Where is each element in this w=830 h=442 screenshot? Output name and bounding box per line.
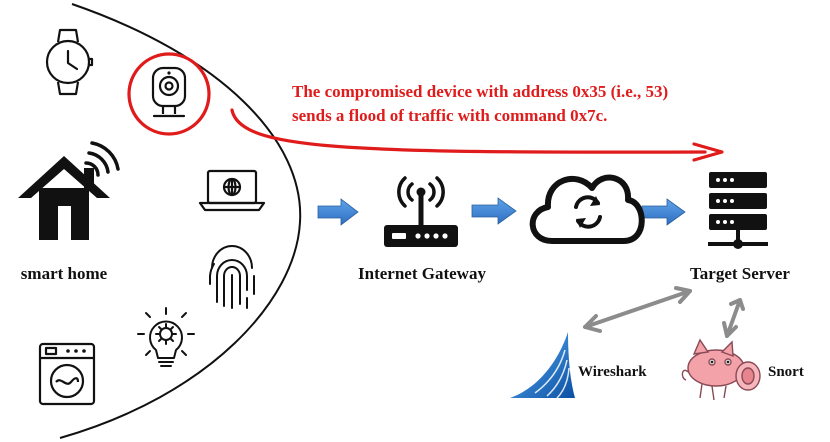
- snort-label: Snort: [768, 364, 804, 380]
- smart-home-label: smart home: [21, 264, 108, 283]
- flow-arrow-gateway-to-cloud: [471, 197, 517, 225]
- attack-flow-arrow: [230, 108, 707, 154]
- house-wifi-icon: [18, 141, 120, 240]
- smartwatch-icon: [45, 28, 94, 96]
- laptop-icon: [198, 169, 266, 212]
- flow-arrow-cloud-to-server: [641, 198, 686, 226]
- server-icon: [708, 172, 768, 249]
- webcam-icon: [151, 66, 187, 118]
- flow-arrow-home-to-gateway: [317, 198, 359, 226]
- monitor-arrow-snort: [722, 298, 745, 338]
- snort-pig-icon: [681, 338, 761, 401]
- compromised-device-highlight: [127, 52, 211, 136]
- smart-bulb-icon: [137, 307, 195, 367]
- gateway-label: Internet Gateway: [358, 264, 486, 283]
- attack-annotation-line2: sends a flood of traffic with command 0x…: [292, 106, 607, 125]
- cloud-sync-icon: [529, 174, 645, 244]
- monitor-arrow-wireshark: [583, 286, 692, 333]
- wireshark-fin-icon: [510, 332, 575, 399]
- washing-machine-icon: [38, 342, 96, 406]
- attack-annotation-line1: The compromised device with address 0x35…: [292, 82, 668, 101]
- router-icon: [384, 176, 458, 247]
- attack-arrow-head: [692, 142, 724, 162]
- fingerprint-icon: [209, 245, 255, 309]
- wireshark-label: Wireshark: [578, 364, 647, 380]
- target-server-label: Target Server: [690, 264, 790, 283]
